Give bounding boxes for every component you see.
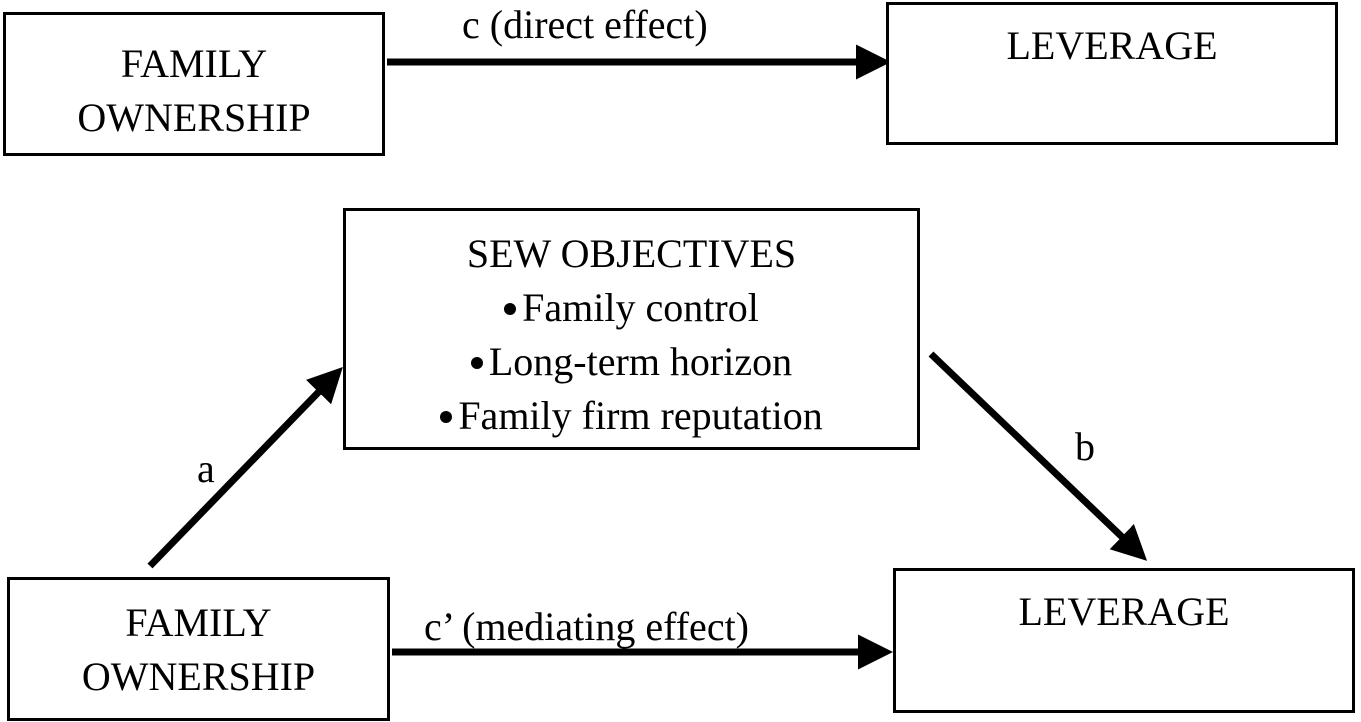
box-text-line: LEVERAGE	[1006, 23, 1218, 68]
box-text-line: OWNERSHIP	[81, 654, 316, 699]
arrow-path-b	[928, 351, 1148, 561]
family-ownership-box-top: FAMILY OWNERSHIP	[3, 12, 385, 156]
mediating-effect-label: c’ (mediating effect)	[424, 604, 749, 649]
bullet-icon	[470, 356, 483, 369]
box-text-line: FAMILY	[125, 600, 272, 645]
family-ownership-box-bottom: FAMILY OWNERSHIP	[7, 577, 390, 721]
path-a-label: a	[197, 446, 215, 491]
direct-effect-label: c (direct effect)	[462, 2, 708, 47]
leverage-box-bottom: LEVERAGE	[893, 568, 1355, 713]
sew-item: Long-term horizon	[346, 335, 917, 389]
box-text-line: FAMILY	[120, 41, 268, 86]
sew-title: SEW OBJECTIVES	[466, 231, 797, 276]
sew-item-text: Family firm reputation	[458, 393, 823, 438]
sew-item: Family control	[346, 281, 917, 335]
sew-item-text: Family control	[522, 285, 759, 330]
box-text-line: OWNERSHIP	[77, 95, 311, 140]
bullet-icon	[504, 302, 517, 315]
sew-item-text: Long-term horizon	[488, 339, 793, 384]
arrow-path-a	[147, 366, 343, 569]
path-b-label: b	[1075, 424, 1095, 469]
box-text-line: LEVERAGE	[1018, 589, 1230, 634]
sew-item: Family firm reputation	[346, 389, 917, 443]
bullet-icon	[440, 410, 453, 423]
sew-objectives-box: SEW OBJECTIVES Family control Long-term …	[343, 208, 920, 450]
leverage-box-top: LEVERAGE	[886, 2, 1338, 145]
